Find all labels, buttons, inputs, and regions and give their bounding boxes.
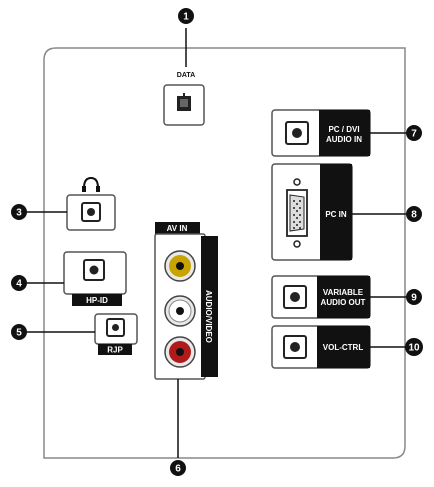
ethernet-port-icon	[177, 93, 191, 111]
callout-3	[11, 204, 27, 220]
callout-8-number: 8	[411, 210, 417, 221]
vol-ctrl-label: VOL-CTRL	[323, 343, 364, 352]
callout-7	[406, 125, 422, 141]
callout-10-number: 10	[408, 343, 420, 354]
vga-port-icon	[286, 178, 308, 248]
callout-7-number: 7	[411, 129, 417, 140]
callout-9-number: 9	[411, 293, 417, 304]
panel-outline	[43, 47, 406, 459]
callout-6	[170, 460, 186, 476]
rjp-port: RJP 5	[11, 313, 138, 355]
callout-3-number: 3	[16, 208, 22, 219]
audio-jack-icon	[106, 318, 125, 337]
data-port-label: DATA	[177, 72, 195, 79]
pc-in-label: PC IN	[325, 210, 347, 219]
pc-dvi-label-bg	[319, 110, 370, 156]
headphone-icon	[82, 176, 100, 192]
callout-4	[11, 275, 27, 291]
variable-audio-label-line1: VARIABLE	[323, 288, 364, 297]
rjp-label-bg	[98, 344, 132, 355]
variable-audio-out-port: VARIABLE AUDIO OUT 9	[271, 275, 422, 319]
pc-dvi-audio-in-port: PC / DVI AUDIO IN 7	[271, 109, 422, 157]
audio-video-strip	[201, 236, 218, 377]
audio-jack-icon	[81, 202, 101, 222]
audio-video-label: AUDIO/VIDEO	[204, 290, 213, 343]
data-port: 1 DATA	[163, 8, 205, 126]
hp-id-label-bg	[72, 294, 122, 306]
hp-id-port: HP-ID 4	[11, 251, 127, 306]
rca-jack-icon-audio-l	[164, 295, 196, 327]
pc-in-port: PC IN 8	[271, 163, 422, 261]
audio-jack-icon	[283, 335, 307, 359]
pc-dvi-label-line1: PC / DVI	[328, 125, 359, 134]
av-in-label-bg	[155, 222, 200, 234]
callout-5-number: 5	[16, 328, 22, 339]
audio-jack-icon	[285, 121, 309, 145]
rjp-label: RJP	[107, 346, 123, 355]
vol-ctrl-label-bg	[317, 326, 370, 368]
callout-10	[405, 338, 423, 356]
callout-8	[406, 206, 422, 222]
audio-jack-icon	[83, 259, 105, 281]
callout-1-number: 1	[183, 12, 189, 23]
audio-jack-icon	[283, 285, 307, 309]
hp-id-label: HP-ID	[86, 296, 108, 305]
variable-audio-label-bg	[317, 276, 370, 318]
vol-ctrl-port: VOL-CTRL 10	[271, 325, 423, 369]
callout-5	[11, 324, 27, 340]
av-in-block: AV IN AUDIO/VIDEO 6	[154, 222, 218, 476]
callout-6-number: 6	[175, 464, 181, 475]
av-in-label: AV IN	[167, 224, 188, 233]
headphone-port: 3	[11, 176, 116, 231]
callout-9	[406, 289, 422, 305]
pc-in-label-bg	[320, 164, 352, 260]
callout-4-number: 4	[16, 279, 22, 290]
pc-dvi-label-line2: AUDIO IN	[326, 135, 362, 144]
callout-1	[178, 8, 194, 24]
variable-audio-label-line2: AUDIO OUT	[321, 298, 366, 307]
rca-jack-icon-audio-r	[164, 336, 196, 368]
rca-jack-icon-video	[164, 250, 196, 282]
